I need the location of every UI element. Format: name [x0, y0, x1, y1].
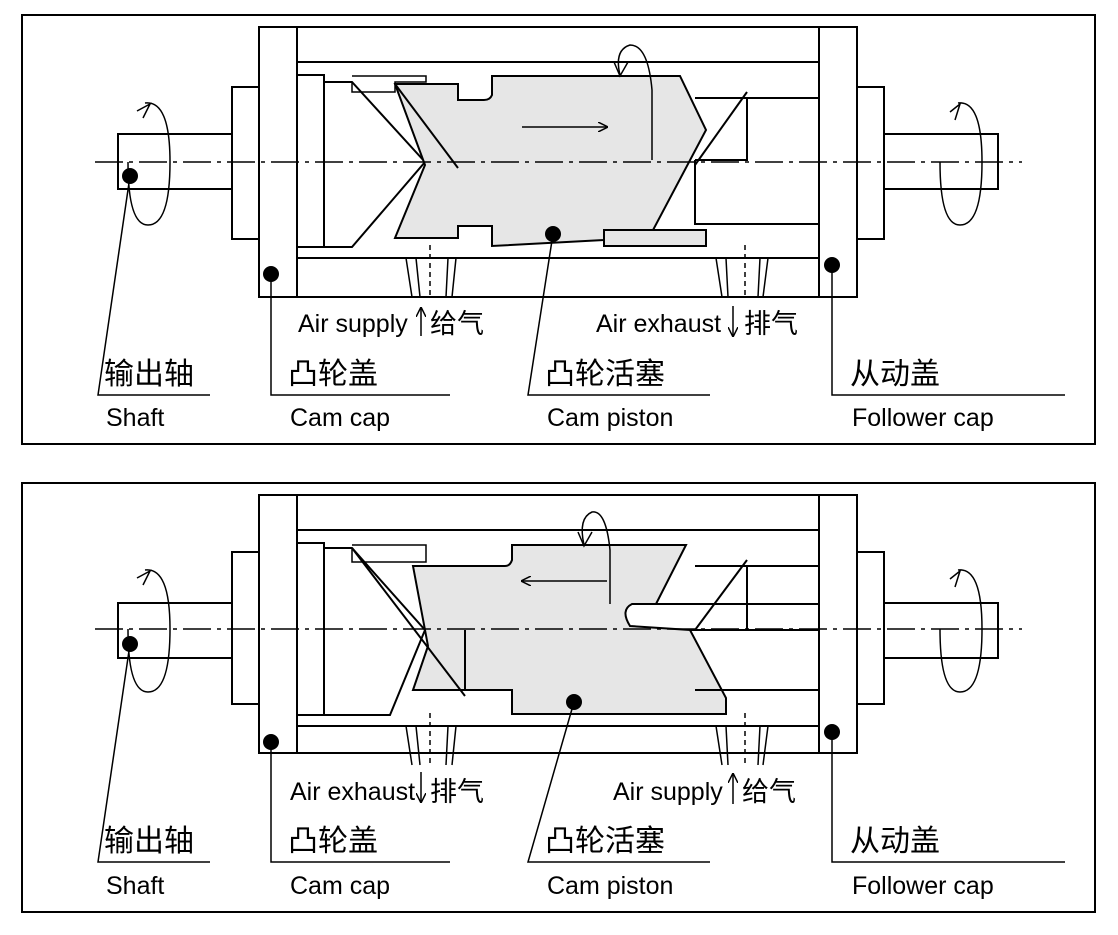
shaft-rotation-right-icon [939, 102, 983, 226]
port-left-label-en: Air exhaust [290, 778, 415, 806]
cam-piston-leader [527, 233, 710, 396]
port-left-label-cn: 排气 [430, 777, 484, 808]
cam-piston-body [393, 75, 708, 248]
shaft-label-en: Shaft [106, 404, 164, 432]
follower-cap-label-cn: 从动盖 [850, 357, 940, 392]
shaft-left [117, 551, 260, 705]
port-right-label-en: Air supply [613, 778, 723, 806]
port-right-label-cn: 给气 [742, 777, 796, 808]
port-right-label-en: Air exhaust [596, 310, 721, 338]
cam-cap-label-en: Cam cap [290, 404, 390, 432]
cam-piston-label-cn: 凸轮活塞 [545, 357, 665, 392]
shaft-leader [97, 643, 210, 863]
follower-cap-label-cn: 从动盖 [850, 824, 940, 859]
port-right [715, 713, 769, 804]
shaft-leader [97, 175, 210, 396]
follower-cap-label-en: Follower cap [852, 872, 994, 900]
shaft-rotation-left-icon [127, 569, 171, 693]
follower-cap-leader [831, 732, 1065, 863]
panel-frame [21, 14, 1096, 445]
rotation-arrow-icon [617, 44, 653, 160]
follower-cap-label-en: Follower cap [852, 404, 994, 432]
cam-cap-leader [270, 274, 450, 396]
port-left-label-cn: 给气 [430, 309, 484, 340]
shaft-label-en: Shaft [106, 872, 164, 900]
cam-piston-leader [527, 701, 710, 863]
port-right-label-cn: 排气 [744, 309, 798, 340]
port-left [405, 245, 457, 336]
port-right [715, 245, 769, 336]
follower-body [694, 91, 819, 225]
rotation-arrow-icon [581, 511, 611, 604]
shaft-right [856, 86, 999, 240]
follower-body [632, 559, 819, 691]
follower-cap-leader [831, 265, 1065, 396]
panel-frame [21, 482, 1096, 913]
cam-cap-label-cn: 凸轮盖 [288, 824, 378, 859]
shaft-rotation-left-icon [127, 102, 171, 226]
port-left [405, 713, 457, 802]
cam-cap-label-en: Cam cap [290, 872, 390, 900]
panel-bottom: 输出轴 Shaft 凸轮盖 Cam cap 凸轮活塞 Cam piston 从动… [21, 482, 1096, 913]
cam-piston-label-cn: 凸轮活塞 [545, 824, 665, 859]
shaft-label-cn: 输出轴 [104, 357, 194, 392]
shaft-label-cn: 输出轴 [104, 824, 194, 859]
cam-cap-leader [270, 742, 450, 863]
cam-piston-label-en: Cam piston [547, 404, 673, 432]
cam-cap-label-cn: 凸轮盖 [288, 357, 378, 392]
panel-top: 输出轴 Shaft 凸轮盖 Cam cap 凸轮活塞 Cam piston 从动… [21, 14, 1096, 445]
port-left-label-en: Air supply [298, 310, 408, 338]
cam-piston-label-en: Cam piston [547, 872, 673, 900]
shaft-rotation-right-icon [939, 569, 983, 693]
shaft-right [856, 551, 999, 705]
